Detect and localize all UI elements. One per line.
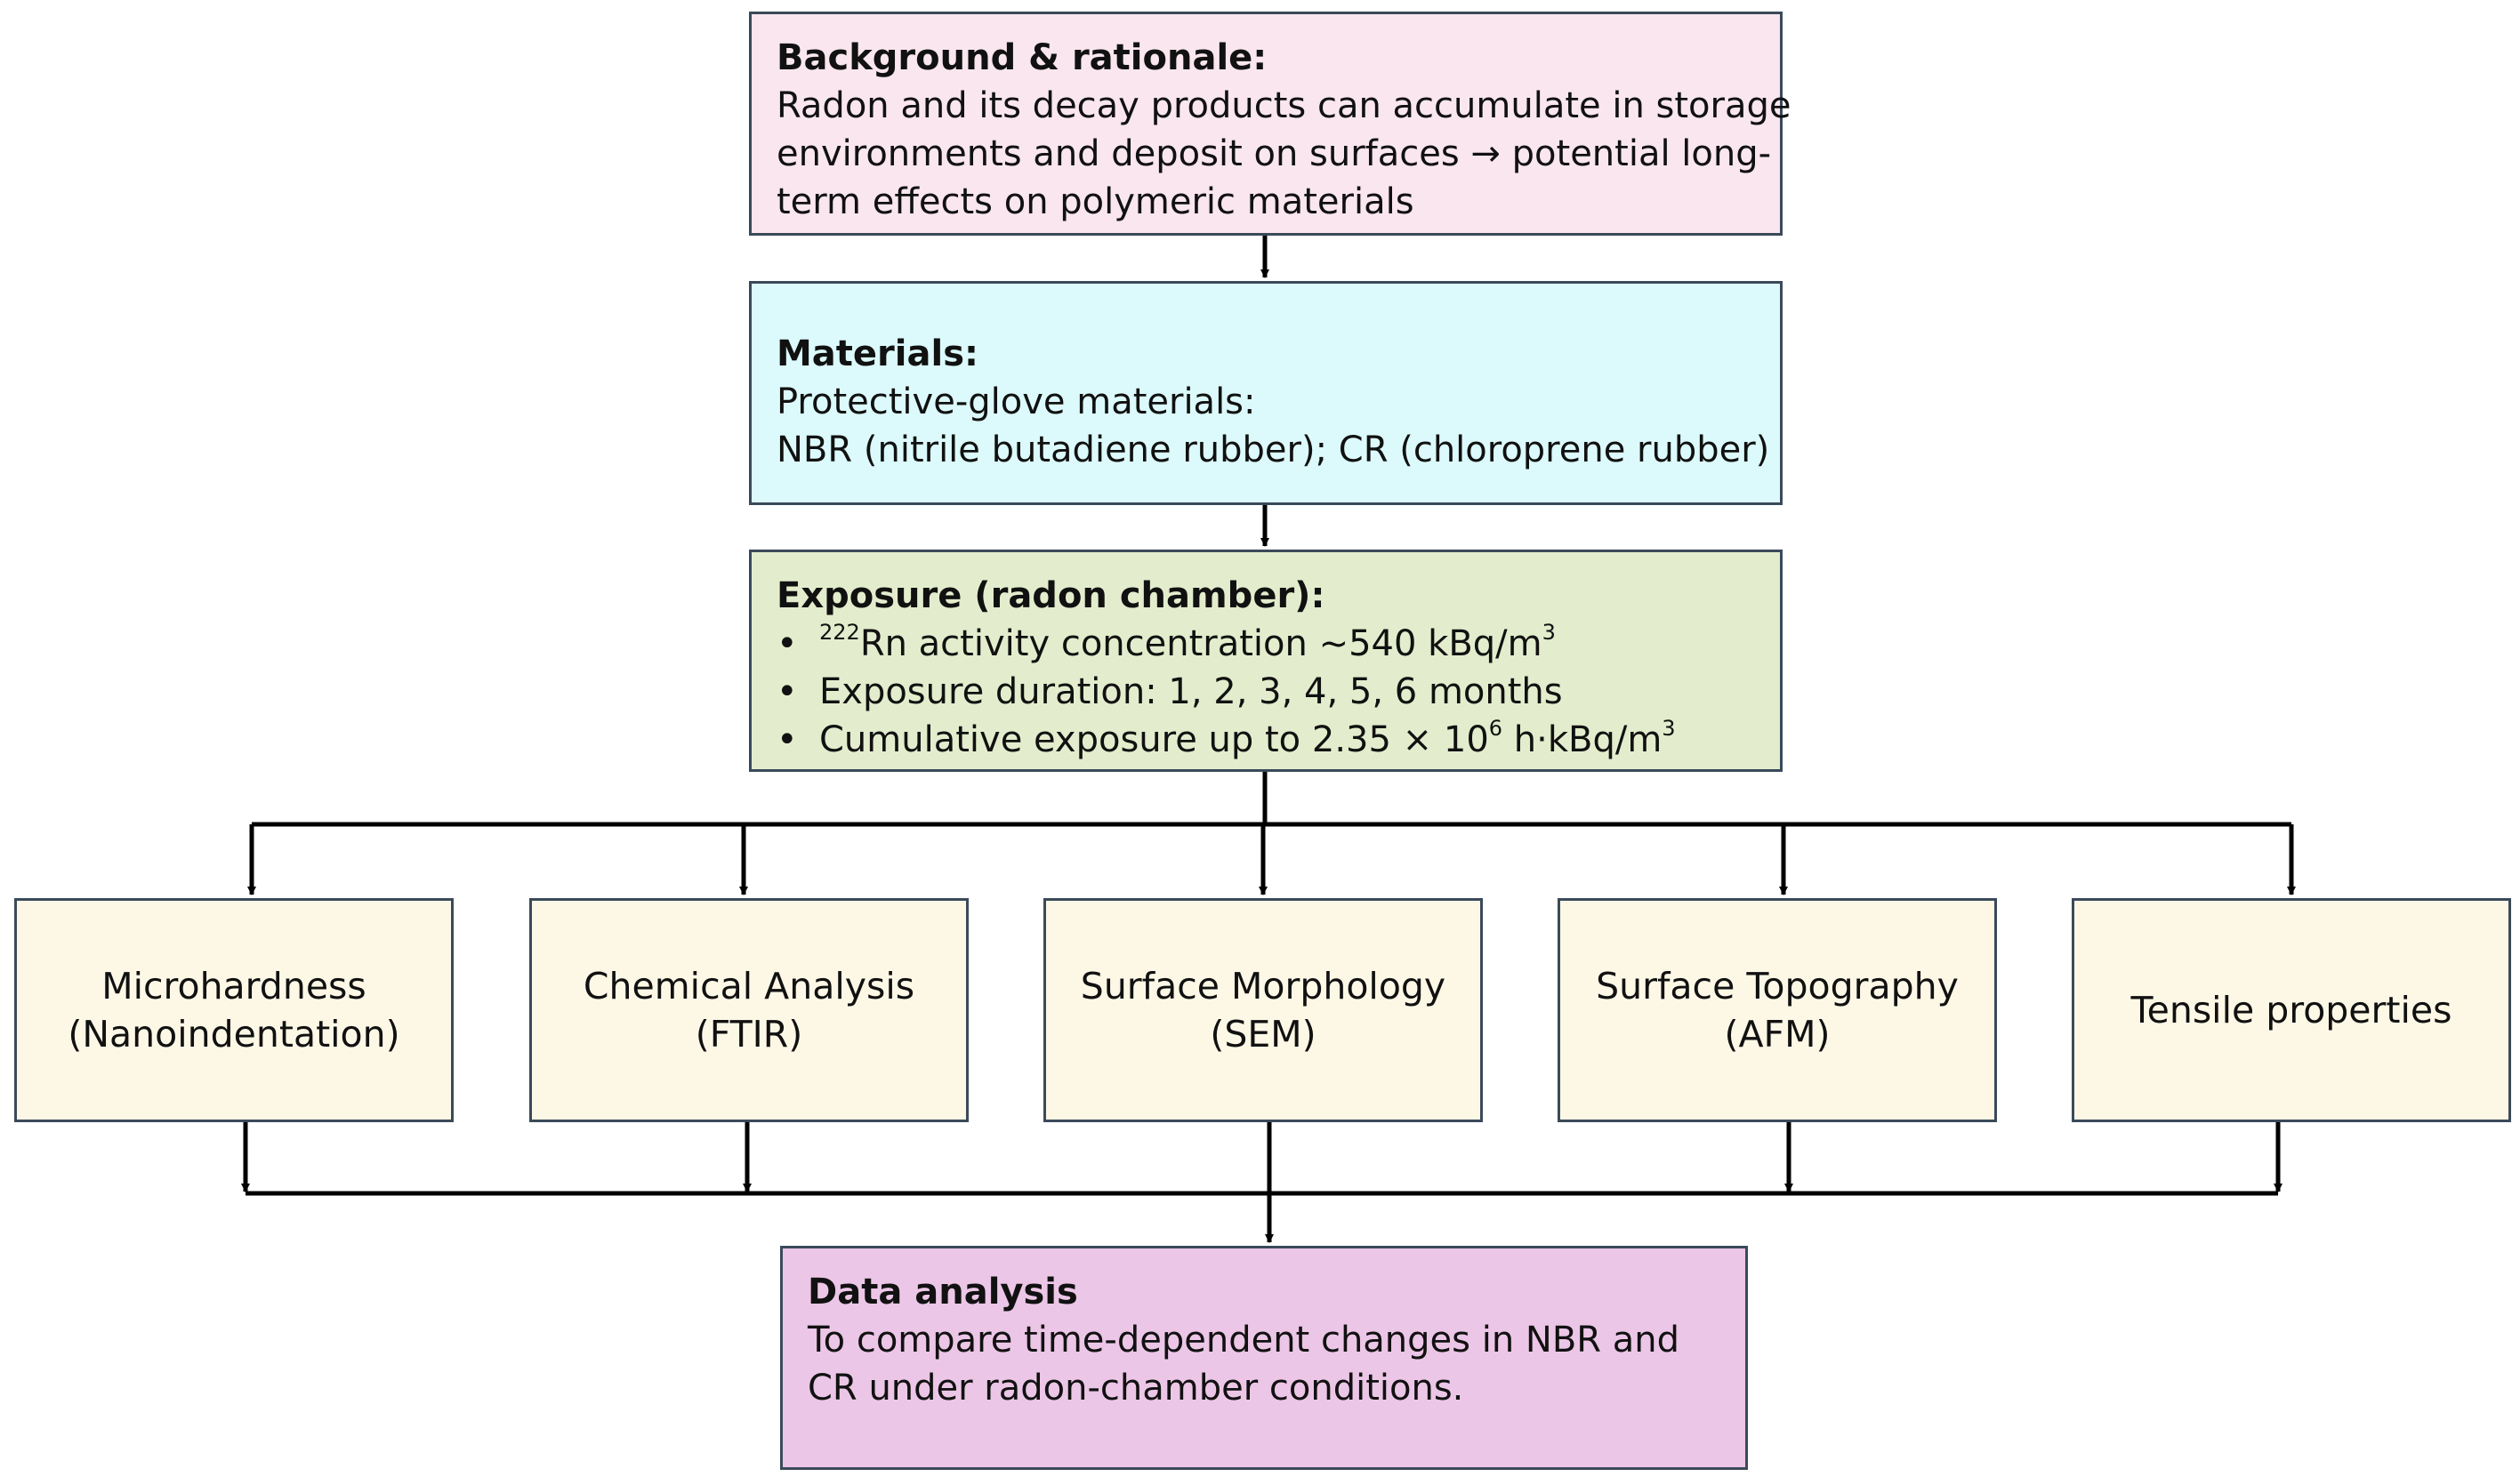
method-1-title: Microhardness xyxy=(101,965,366,1007)
exposure-bullet-cumulative: Cumulative exposure up to 2.35 × 106 h·k… xyxy=(777,716,1762,764)
method-3-subtitle: (SEM) xyxy=(1210,1013,1316,1056)
method-4-title: Surface Topography xyxy=(1596,965,1959,1007)
exposure-box: Exposure (radon chamber): 222Rn activity… xyxy=(749,550,1783,772)
method-box-surface-morphology: Surface Morphology (SEM) xyxy=(1043,898,1483,1122)
method-1-subtitle: (Nanoindentation) xyxy=(68,1013,400,1056)
materials-line-2: NBR (nitrile butadiene rubber); CR (chlo… xyxy=(777,429,1770,470)
method-box-microhardness: Microhardness (Nanoindentation) xyxy=(14,898,454,1122)
method-3-title: Surface Morphology xyxy=(1080,965,1446,1007)
materials-line-1: Protective-glove materials: xyxy=(777,381,1256,422)
background-heading: Background & rationale: xyxy=(777,37,1268,78)
exposure-bullet-list: 222Rn activity concentration ~540 kBq/m3… xyxy=(777,620,1762,764)
method-box-chemical-analysis: Chemical Analysis (FTIR) xyxy=(529,898,969,1122)
background-line-3: term effects on polymeric materials xyxy=(777,181,1414,222)
exposure-heading: Exposure (radon chamber): xyxy=(777,575,1325,616)
background-rationale-box: Background & rationale: Radon and its de… xyxy=(749,12,1791,236)
exposure-bullet-duration: Exposure duration: 1, 2, 3, 4, 5, 6 mont… xyxy=(777,668,1762,716)
background-line-2: environments and deposit on surfaces → p… xyxy=(777,133,1772,174)
analysis-line-1: To compare time-dependent changes in NBR… xyxy=(808,1320,1680,1361)
method-box-surface-topography: Surface Topography (AFM) xyxy=(1558,898,1997,1122)
data-analysis-box: Data analysis To compare time-dependent … xyxy=(780,1246,1748,1470)
analysis-line-2: CR under radon-chamber conditions. xyxy=(808,1368,1464,1409)
method-4-subtitle: (AFM) xyxy=(1724,1013,1831,1056)
method-5-title: Tensile properties xyxy=(2130,989,2452,1031)
materials-heading: Materials: xyxy=(777,333,978,374)
method-2-subtitle: (FTIR) xyxy=(695,1013,803,1056)
background-line-1: Radon and its decay products can accumul… xyxy=(777,85,1791,126)
method-box-tensile-properties: Tensile properties xyxy=(2072,898,2511,1122)
exposure-bullet-concentration: 222Rn activity concentration ~540 kBq/m3 xyxy=(777,620,1762,668)
method-2-title: Chemical Analysis xyxy=(583,965,915,1007)
materials-box: Materials: Protective-glove materials: N… xyxy=(749,281,1783,505)
analysis-heading: Data analysis xyxy=(808,1272,1078,1312)
